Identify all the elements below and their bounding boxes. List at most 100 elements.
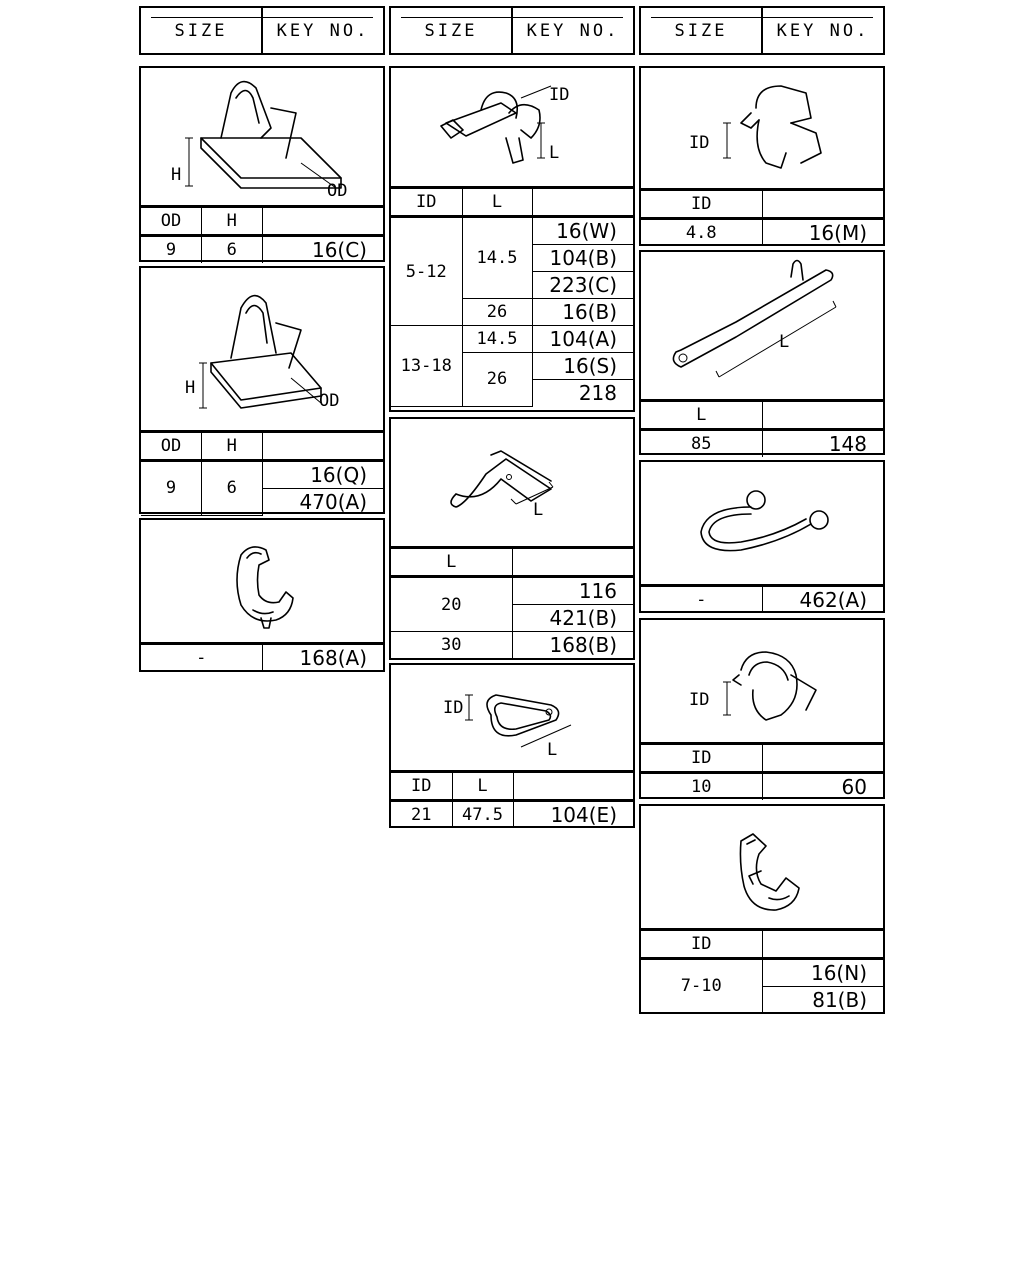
clip-illustration: H OD <box>171 80 347 201</box>
col-header <box>261 207 383 237</box>
clip-drawing: ID <box>641 68 883 190</box>
dim-label: L <box>547 740 557 760</box>
size-cell: 7-10 <box>641 958 763 1014</box>
key-no-cell: 81(B) <box>762 986 883 1013</box>
key-no-cell: 16(W) <box>531 216 633 245</box>
col-header <box>261 432 383 462</box>
size-cell: - <box>141 644 263 671</box>
header-size: SIZE <box>174 20 228 41</box>
header-size: SIZE <box>424 20 478 41</box>
key-no-cell: 16(S) <box>531 352 633 380</box>
header-key-no: KEY NO. <box>261 8 383 53</box>
key-no-cell: 168(A) <box>261 644 383 671</box>
col-header <box>511 548 633 578</box>
size-cell: 6 <box>201 460 263 516</box>
clip-illustration: ID L <box>443 694 572 760</box>
clip-illustration: ID L <box>440 85 569 164</box>
clip-drawing: L <box>391 419 633 548</box>
key-no-cell: 60 <box>761 772 883 800</box>
size-cell: 5-12 <box>391 216 463 326</box>
col-header <box>761 744 883 774</box>
dim-label: L <box>549 143 559 163</box>
key-no-cell: 104(A) <box>531 325 633 353</box>
clip-drawing <box>641 462 883 586</box>
clip-illustration: L <box>450 450 554 520</box>
col-header: L <box>461 188 533 218</box>
col-header <box>761 401 883 431</box>
header-size: SIZE <box>674 20 728 41</box>
clip-drawing <box>141 520 383 644</box>
clip-illustration <box>739 833 800 911</box>
clip-illustration <box>236 546 294 629</box>
dim-label: ID <box>443 698 463 718</box>
clip-panel-c3c: -462(A) <box>639 460 885 613</box>
col-header: L <box>391 548 513 578</box>
key-no-cell: 16(M) <box>761 218 883 246</box>
key-no-cell: 16(C) <box>261 235 383 263</box>
col-header: ID <box>641 930 763 960</box>
dim-label: ID <box>689 690 709 710</box>
size-cell: 30 <box>391 631 513 658</box>
clip-panel-c1c: -168(A) <box>139 518 385 672</box>
key-no-cell: 16(B) <box>531 298 633 326</box>
clip-illustration: ID <box>689 85 822 169</box>
col-header <box>761 930 883 960</box>
dim-label: H <box>171 165 181 185</box>
header-key-no: KEY NO. <box>761 8 883 53</box>
size-cell: 9 <box>141 235 202 263</box>
key-no-cell: 470(A) <box>262 488 383 515</box>
col-header: ID <box>391 188 463 218</box>
spec-table: -168(A) <box>141 644 383 671</box>
key-no-cell: 16(Q) <box>261 460 383 489</box>
dim-label: L <box>779 332 789 352</box>
col-header <box>761 190 883 220</box>
size-cell: 47.5 <box>451 800 514 828</box>
key-no-cell: 104(E) <box>512 800 633 828</box>
size-cell: 9 <box>141 460 202 516</box>
size-cell: 6 <box>201 235 263 263</box>
clip-drawing: ID L <box>391 665 633 772</box>
dim-label: L <box>533 500 543 520</box>
dim-label: H <box>185 378 195 398</box>
size-cell: 20 <box>391 576 513 632</box>
key-no-cell: 462(A) <box>761 586 883 613</box>
clip-illustration: L <box>672 259 837 378</box>
dim-label: OD <box>327 181 347 201</box>
dim-label: ID <box>689 133 709 153</box>
clip-drawing: H OD <box>141 68 383 207</box>
clip-illustration: H OD <box>185 294 339 411</box>
dim-label: OD <box>319 391 339 411</box>
key-no-cell: 148 <box>761 429 883 457</box>
col-header: H <box>201 432 263 462</box>
clip-drawing: ID <box>641 620 883 744</box>
col-header: ID <box>641 744 763 774</box>
clip-drawing: H OD <box>141 268 383 432</box>
key-no-cell: 223(C) <box>532 271 633 299</box>
key-no-cell: 116 <box>511 576 633 605</box>
key-no-cell: 218 <box>532 379 633 406</box>
size-cell: 85 <box>641 429 763 457</box>
col-header <box>531 188 633 218</box>
clip-illustration <box>700 490 829 552</box>
size-cell: 14.5 <box>461 216 533 299</box>
col-header: OD <box>141 207 202 237</box>
size-cell: 26 <box>462 298 533 326</box>
clip-drawing: ID L <box>391 68 633 188</box>
col-header: L <box>451 772 514 802</box>
dim-label: ID <box>549 85 569 105</box>
size-cell: 21 <box>391 800 453 828</box>
